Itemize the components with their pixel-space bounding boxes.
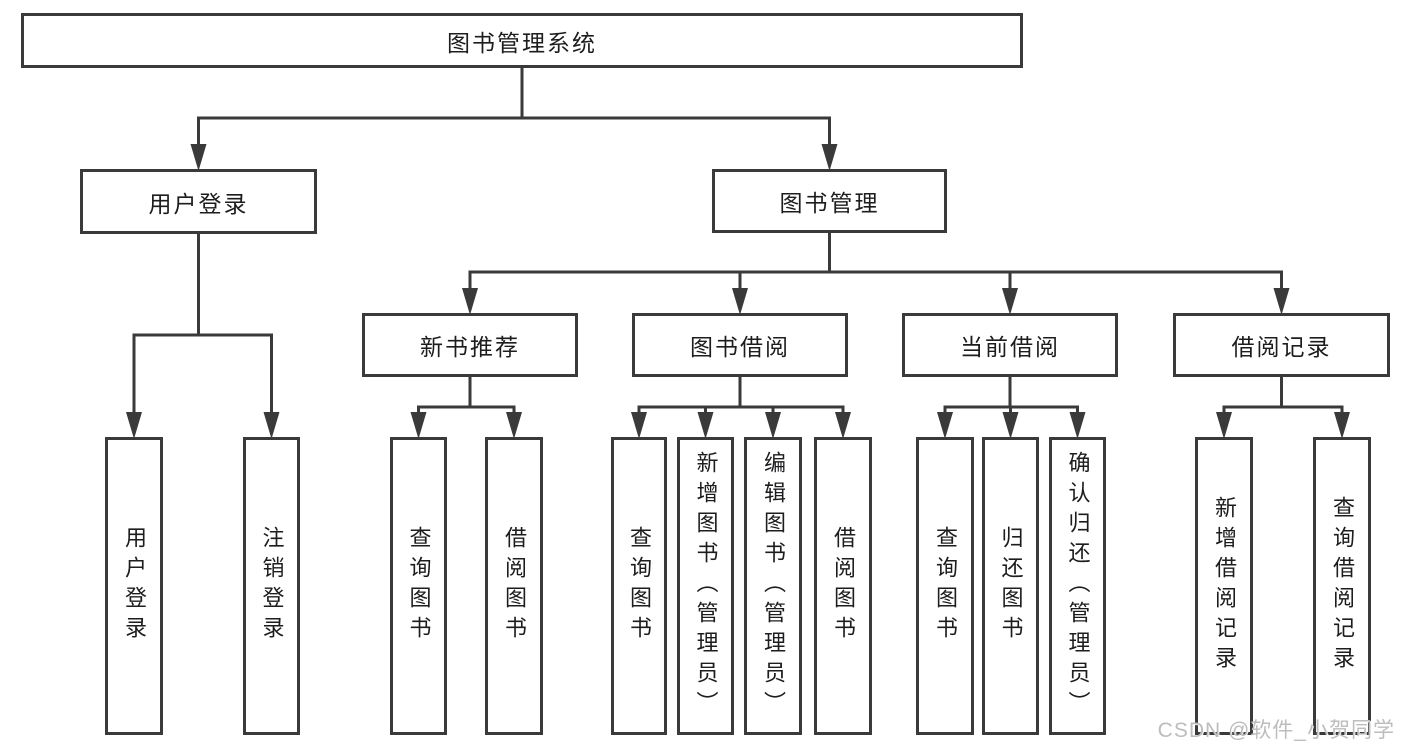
node-leaf-query-borrow-record: 查询借阅记录 — [1313, 437, 1371, 735]
arrowhead-icon — [462, 288, 478, 315]
arrowhead-icon — [732, 288, 748, 315]
node-leaf-query-books: 查询图书 — [390, 437, 447, 735]
node-leaf-query-books: 查询图书 — [611, 437, 667, 735]
node-new-book-recommend: 新书推荐 — [362, 313, 578, 377]
node-leaf-add-borrow-record: 新增借阅记录 — [1195, 437, 1253, 735]
arrowhead-icon — [1069, 412, 1086, 439]
node-library-system: 图书管理系统 — [21, 13, 1023, 68]
node-borrowing-records: 借阅记录 — [1173, 313, 1390, 377]
arrowhead-icon — [1002, 412, 1019, 439]
node-leaf-return-books: 归还图书 — [982, 437, 1039, 735]
node-leaf-add-books-admin: 新增图书（管理员） — [677, 437, 734, 735]
arrowhead-icon — [190, 144, 207, 171]
node-book-borrowing: 图书借阅 — [632, 313, 848, 377]
node-leaf-borrow-books: 借阅图书 — [485, 437, 543, 735]
node-current-borrowing: 当前借阅 — [902, 313, 1118, 377]
arrowhead-icon — [937, 412, 953, 439]
node-book-management: 图书管理 — [712, 169, 947, 233]
arrowhead-icon — [835, 412, 851, 439]
arrowhead-icon — [263, 412, 280, 439]
node-leaf-edit-books-admin: 编辑图书（管理员） — [744, 437, 802, 735]
arrowhead-icon — [1002, 288, 1018, 315]
arrowhead-icon — [765, 412, 781, 439]
node-leaf-user-login: 用户登录 — [105, 437, 163, 735]
arrowhead-icon — [1334, 412, 1350, 439]
arrowhead-icon — [506, 412, 522, 439]
arrowhead-icon — [1216, 412, 1232, 439]
node-leaf-query-books: 查询图书 — [916, 437, 974, 735]
node-leaf-borrow-books: 借阅图书 — [814, 437, 872, 735]
arrowhead-icon — [697, 412, 714, 439]
node-user-login: 用户登录 — [80, 169, 317, 234]
arrowhead-icon — [631, 412, 647, 439]
arrowhead-icon — [126, 412, 142, 439]
node-leaf-logout: 注销登录 — [243, 437, 300, 735]
arrowhead-icon — [1273, 288, 1290, 315]
node-leaf-confirm-return-admin: 确认归还（管理员） — [1049, 437, 1106, 735]
arrowhead-icon — [410, 412, 427, 439]
watermark-text: CSDN @软件_小贺同学 — [1157, 719, 1395, 742]
arrowhead-icon — [821, 144, 838, 171]
